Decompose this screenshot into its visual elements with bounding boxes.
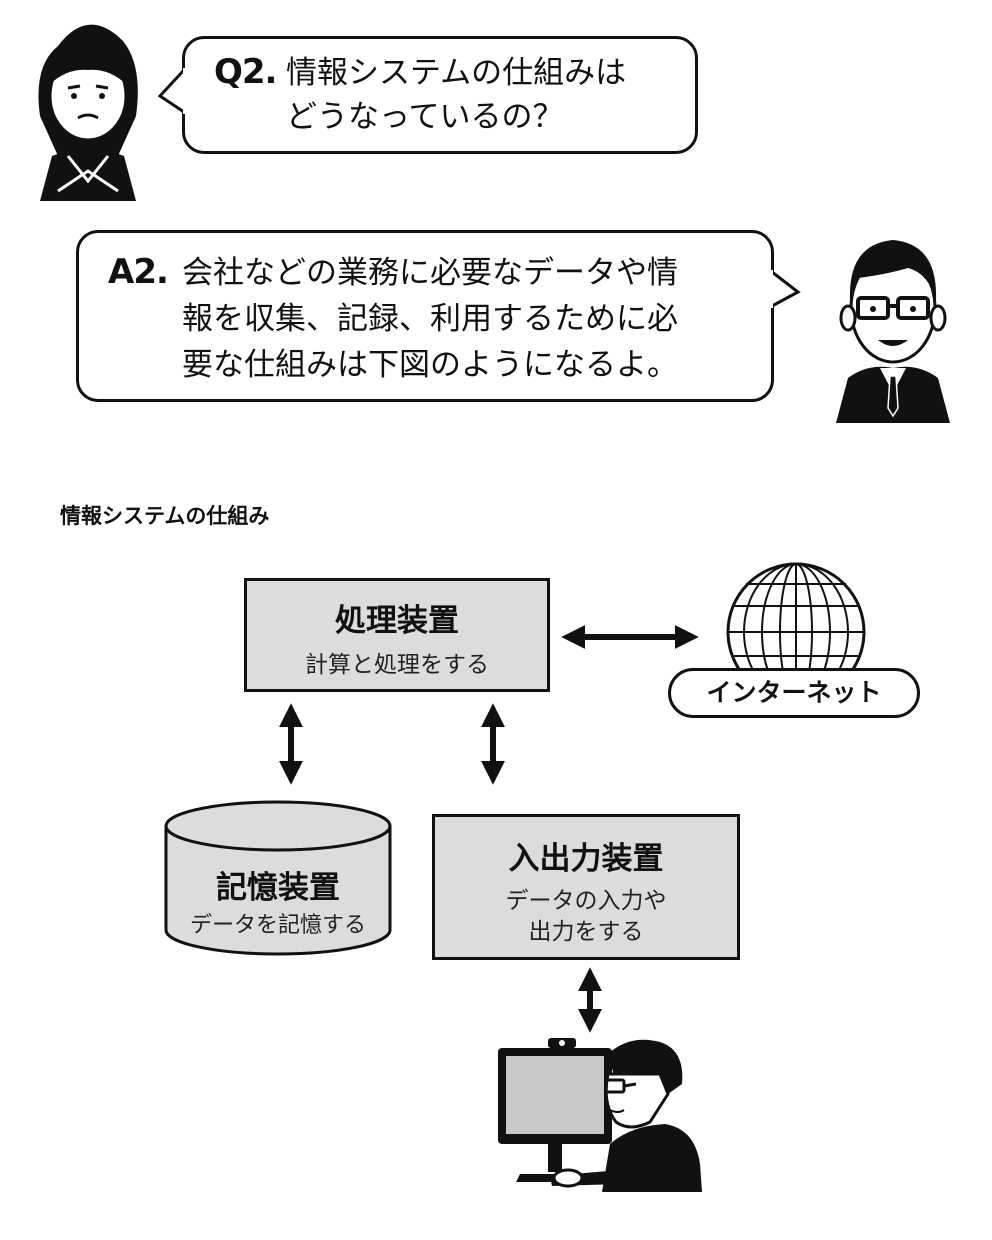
question-line-2: どうなっているの？ xyxy=(286,99,564,135)
answer-line-1: 会社などの業務に必要なデータや情 xyxy=(182,255,678,291)
answer-line-2: 報を収集、記録、利用するために必 xyxy=(182,301,678,337)
question-line-1: 情報システムの仕組みは xyxy=(286,55,627,91)
question-label: Q2. xyxy=(214,52,277,92)
diagram-title: 情報システムの仕組み xyxy=(60,504,270,528)
person-at-computer-icon xyxy=(498,1038,702,1192)
answer-line-3: 要な仕組みは下図のようになるよ。 xyxy=(182,347,678,383)
io-unit-desc-line-2: 出力をする xyxy=(528,919,644,945)
io-unit-desc-line-1: データの入力や xyxy=(505,888,667,914)
internet-label: インターネット xyxy=(668,668,920,718)
io-unit-title: 入出力装置 xyxy=(508,841,664,877)
io-unit-box: 入出力装置 データの入力や 出力をする xyxy=(432,814,740,960)
answer-bubble xyxy=(76,230,774,402)
answer-bubble-tail xyxy=(768,270,801,308)
question-bubble-tail xyxy=(157,68,188,114)
storage-unit-title: 記憶装置 xyxy=(216,870,340,906)
answer-label: A2. xyxy=(108,252,169,292)
processing-unit-box: 処理装置 計算と処理をする xyxy=(244,578,550,692)
processing-unit-desc: 計算と処理をする xyxy=(305,652,489,678)
processing-unit-title: 処理装置 xyxy=(335,603,459,639)
man-with-glasses-avatar-icon xyxy=(836,240,950,423)
question-bubble xyxy=(182,36,698,154)
storage-unit-desc: データを記憶する xyxy=(189,913,366,938)
globe-icon xyxy=(726,562,866,668)
girl-avatar-icon xyxy=(38,24,138,201)
